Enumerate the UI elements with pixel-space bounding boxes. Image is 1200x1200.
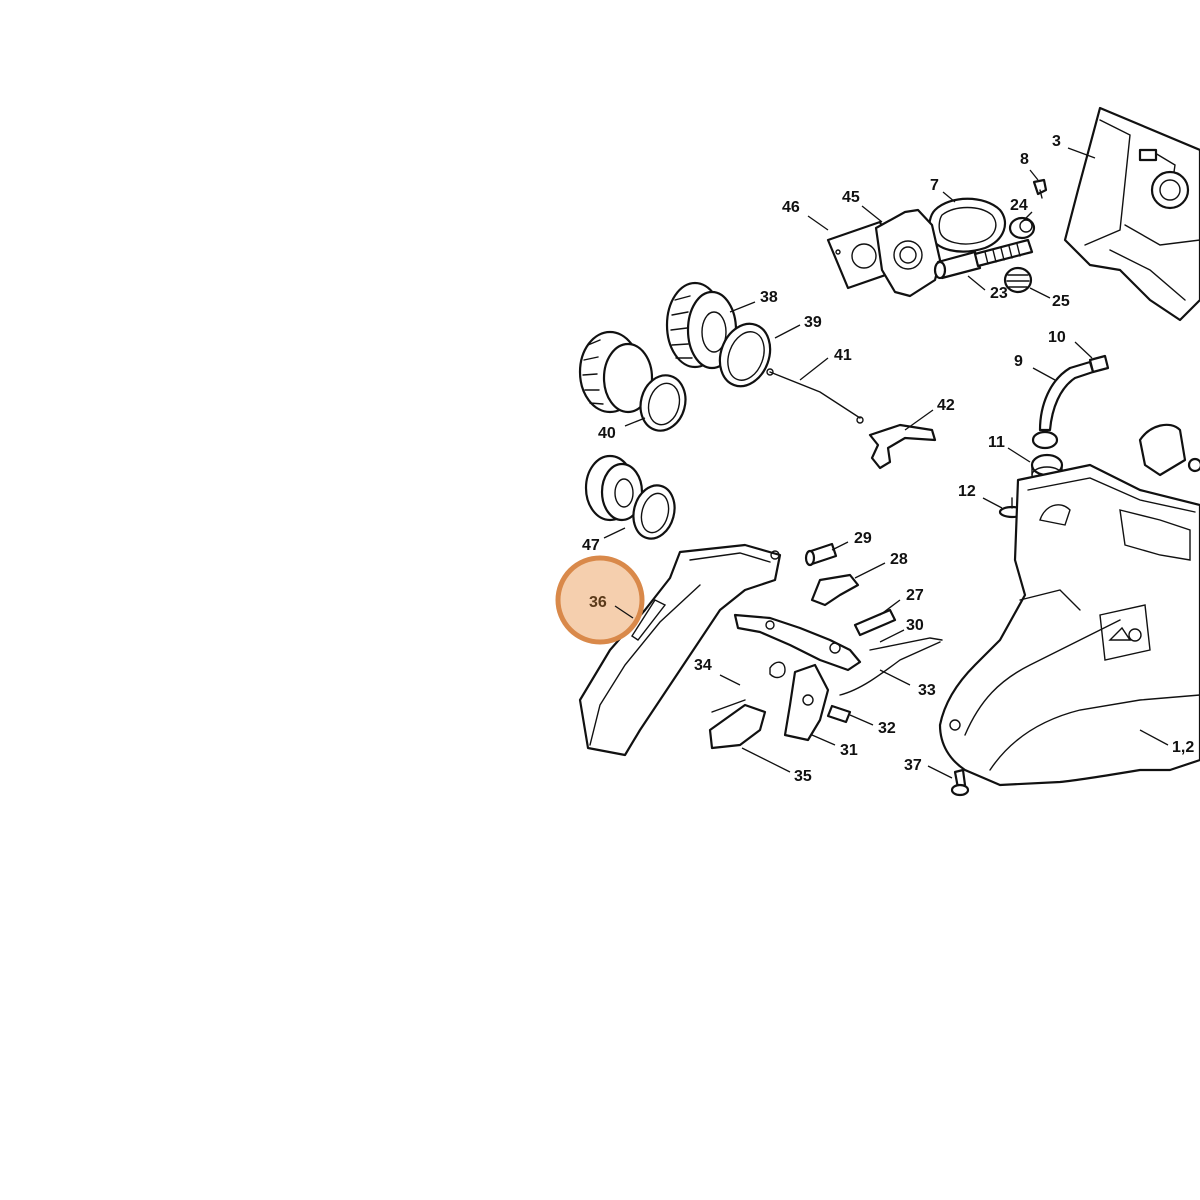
label-38[interactable]: 38 <box>760 289 778 306</box>
part-41-cable[interactable] <box>766 368 864 424</box>
label-10[interactable]: 10 <box>1048 329 1066 346</box>
part-28-latch[interactable] <box>810 573 860 607</box>
highlight-circle <box>555 555 645 645</box>
part-25-spring[interactable] <box>1003 266 1033 294</box>
label-42[interactable]: 42 <box>937 397 955 414</box>
part-38-sprocket[interactable] <box>665 281 738 370</box>
part-34-spring[interactable] <box>711 661 786 713</box>
label-3[interactable]: 3 <box>1052 133 1061 150</box>
label-35[interactable]: 35 <box>794 768 812 785</box>
label-12[interactable]: 12 <box>958 483 976 500</box>
part-47-clutch[interactable] <box>584 454 680 543</box>
part-8-screw[interactable] <box>1032 178 1048 199</box>
label-47[interactable]: 47 <box>582 537 600 554</box>
label-45[interactable]: 45 <box>842 189 860 206</box>
label-28[interactable]: 28 <box>890 551 908 568</box>
label-31[interactable]: 31 <box>840 742 858 759</box>
part-23-shaft[interactable] <box>933 238 1034 280</box>
label-24[interactable]: 24 <box>1010 197 1028 214</box>
highlight-marker-36[interactable]: 36 <box>555 555 645 645</box>
label-30[interactable]: 30 <box>906 617 924 634</box>
label-25[interactable]: 25 <box>1052 293 1070 310</box>
part-30-wire[interactable] <box>869 637 943 651</box>
part-1-2-housing[interactable] <box>938 463 1200 787</box>
label-27[interactable]: 27 <box>906 587 924 604</box>
callout-labels: 3 8 7 24 46 45 23 25 38 39 41 10 9 40 42… <box>582 133 1194 785</box>
part-37-screw[interactable] <box>950 768 970 797</box>
label-41[interactable]: 41 <box>834 347 852 364</box>
part-29-pin[interactable] <box>804 542 838 567</box>
part-9-hose[interactable] <box>1031 360 1095 450</box>
label-11[interactable]: 11 <box>988 434 1005 451</box>
part-42-lever[interactable] <box>868 423 937 470</box>
part-31-lever[interactable] <box>783 663 830 742</box>
part-cover-right[interactable] <box>1138 423 1200 477</box>
part-35-trigger[interactable] <box>708 703 767 750</box>
label-7[interactable]: 7 <box>930 177 939 194</box>
label-29[interactable]: 29 <box>854 530 872 547</box>
part-trigger-assembly[interactable] <box>733 613 862 672</box>
label-37[interactable]: 37 <box>904 757 922 774</box>
label-9[interactable]: 9 <box>1014 353 1023 370</box>
part-7-gasket[interactable] <box>928 197 1007 253</box>
label-40[interactable]: 40 <box>598 425 616 442</box>
part-32-pin[interactable] <box>826 704 852 724</box>
part-39-washer[interactable] <box>712 317 779 394</box>
label-36[interactable]: 36 <box>589 594 607 611</box>
label-39[interactable]: 39 <box>804 314 822 331</box>
part-45-flange[interactable] <box>874 208 942 298</box>
label-1-2[interactable]: 1,2 <box>1172 739 1194 756</box>
label-46[interactable]: 46 <box>782 199 800 216</box>
label-34[interactable]: 34 <box>694 657 712 674</box>
part-3-crankcase[interactable] <box>1063 106 1200 322</box>
label-23[interactable]: 23 <box>990 285 1008 302</box>
label-32[interactable]: 32 <box>878 720 896 737</box>
part-27-rod[interactable] <box>853 608 897 637</box>
label-8[interactable]: 8 <box>1020 151 1029 168</box>
part-24-plug[interactable] <box>1008 216 1036 240</box>
part-33-rod[interactable] <box>839 641 941 696</box>
label-33[interactable]: 33 <box>918 682 936 699</box>
leader-lines <box>603 147 1169 779</box>
part-40-drum[interactable] <box>578 330 691 436</box>
